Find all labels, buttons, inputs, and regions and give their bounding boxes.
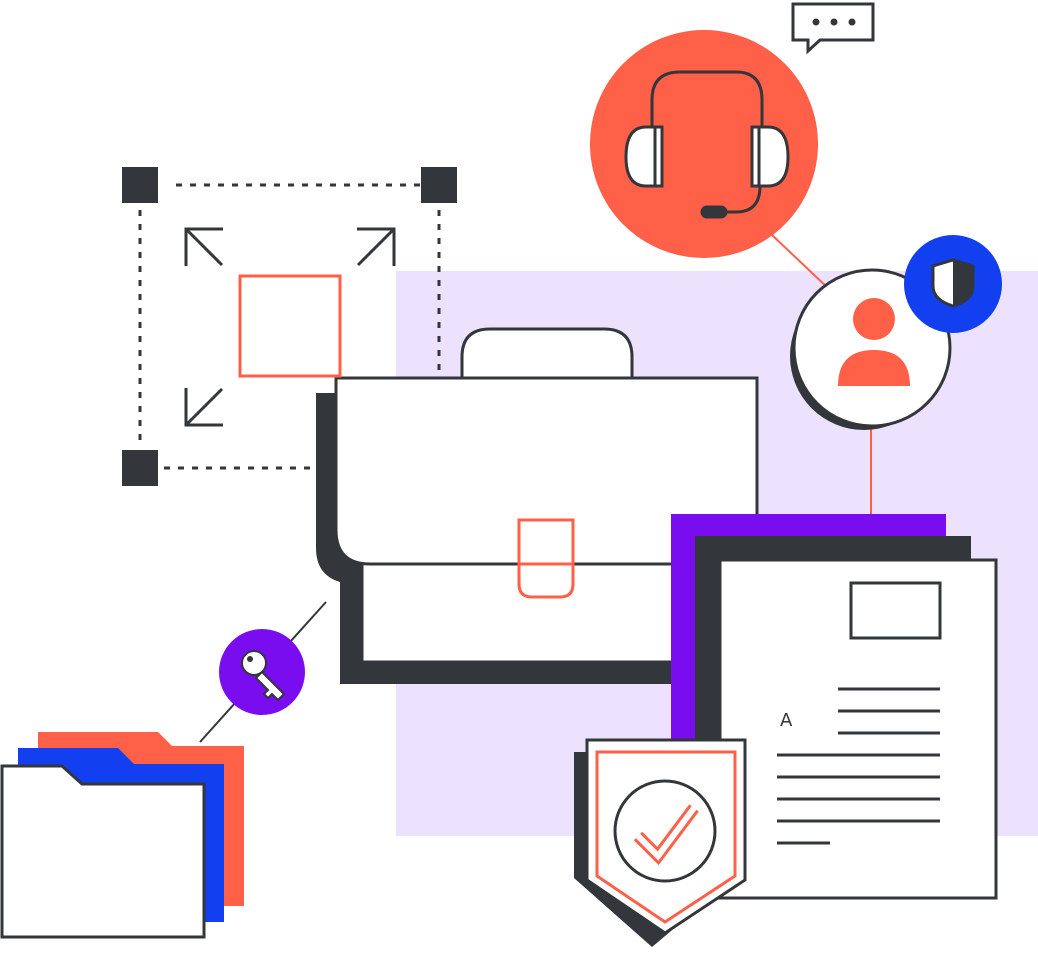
headset-icon [624,70,790,219]
checkmark-shield-icon [574,738,747,947]
folder-stack-icon [0,732,244,939]
document-letter: A [780,710,793,731]
shield-icon [904,235,1002,333]
connector-line [771,234,831,291]
selected-square [238,274,342,378]
key-icon [219,629,305,715]
document-icon: A [671,514,998,900]
speech-bubble-icon [791,2,875,55]
